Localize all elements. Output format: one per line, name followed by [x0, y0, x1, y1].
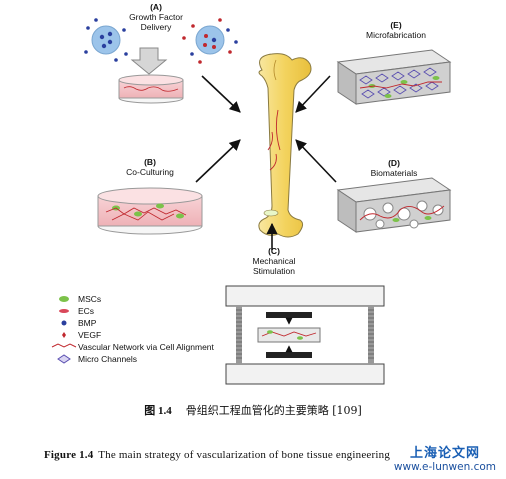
caption-chinese-text: 骨组织工程血管化的主要策略 [109] [185, 404, 362, 417]
legend-label-msc: MSCs [78, 294, 102, 304]
growth-factor-particles [84, 18, 238, 64]
panel-a-title-line1: Growth Factor [129, 12, 183, 22]
panel-e-label: (E) Microfabrication [344, 20, 448, 40]
caption-english-text: The main strategy of vascularization of … [98, 449, 391, 461]
vegf-icon [56, 329, 76, 341]
legend-item-micro-channels: Micro Channels [56, 353, 214, 365]
legend-label-ec: ECs [78, 306, 95, 316]
petri-dish-a [118, 74, 184, 104]
legend-item-bmp: BMP [56, 317, 214, 329]
caption-chinese: 图 1.4 骨组织工程血管化的主要策略 [109] [0, 402, 506, 418]
legend-item-msc: MSCs [56, 293, 214, 305]
bone-illustration [258, 53, 312, 238]
bioreactor-press [225, 285, 385, 385]
panel-d-letter: (D) [388, 158, 400, 168]
panel-a-letter: (A) [150, 2, 162, 12]
panel-a-label: (A) Growth Factor Delivery [112, 2, 200, 32]
microfabrication-scaffold [336, 49, 452, 105]
msc-icon [56, 293, 76, 305]
panel-c-title-line1: Mechanical [252, 256, 296, 266]
figure-graphic [51, 18, 452, 385]
biomaterial-scaffold [336, 177, 452, 233]
panel-a-title-line2: Delivery [140, 22, 172, 32]
watermark-url: www.e-lunwen.com [393, 461, 496, 473]
ec-icon [56, 305, 76, 317]
legend-item-ec: ECs [56, 305, 214, 317]
panel-b-title: Co-Culturing [126, 167, 174, 177]
panel-d-label: (D) Biomaterials [354, 158, 434, 178]
panel-c-letter: (C) [268, 246, 280, 256]
strategy-arrows [195, 75, 337, 250]
micro-channel-icon [56, 353, 76, 365]
bmp-icon [56, 317, 76, 329]
legend-label-micro-channels: Micro Channels [78, 354, 138, 364]
legend-label-vascular-network: Vascular Network via Cell Alignment [78, 342, 214, 352]
panel-d-title: Biomaterials [370, 168, 418, 178]
figure-legend: MSCs ECs BMP VEGF Vascular Network via C… [56, 293, 214, 365]
legend-marks [51, 296, 77, 364]
panel-b-letter: (B) [144, 157, 156, 167]
panel-e-title: Microfabrication [366, 30, 426, 40]
legend-label-vegf: VEGF [78, 330, 102, 340]
legend-item-vascular-network: Vascular Network via Cell Alignment [56, 341, 214, 353]
panel-e-letter: (E) [390, 20, 402, 30]
legend-label-bmp: BMP [78, 318, 97, 328]
vascularization-strategy-figure: (A) Growth Factor Delivery (B) Co-Cultur… [51, 2, 452, 385]
delivery-funnel-arrow [130, 47, 168, 75]
panel-b-label: (B) Co-Culturing [110, 157, 190, 177]
watermark: 上海论文网 www.e-lunwen.com [394, 442, 496, 473]
legend-item-vegf: VEGF [56, 329, 214, 341]
caption-chinese-number: 图 1.4 [144, 405, 172, 417]
caption-english-label: Figure 1.4 [44, 449, 94, 461]
petri-dish-b [97, 187, 203, 235]
watermark-site-name: 上海论文网 [409, 446, 480, 461]
panel-c-title-line2: Stimulation [252, 266, 296, 276]
vascular-network-icon [56, 341, 76, 353]
caption-english: Figure 1.4 The main strategy of vascular… [44, 449, 390, 461]
panel-c-label: (C) Mechanical Stimulation [234, 246, 314, 276]
